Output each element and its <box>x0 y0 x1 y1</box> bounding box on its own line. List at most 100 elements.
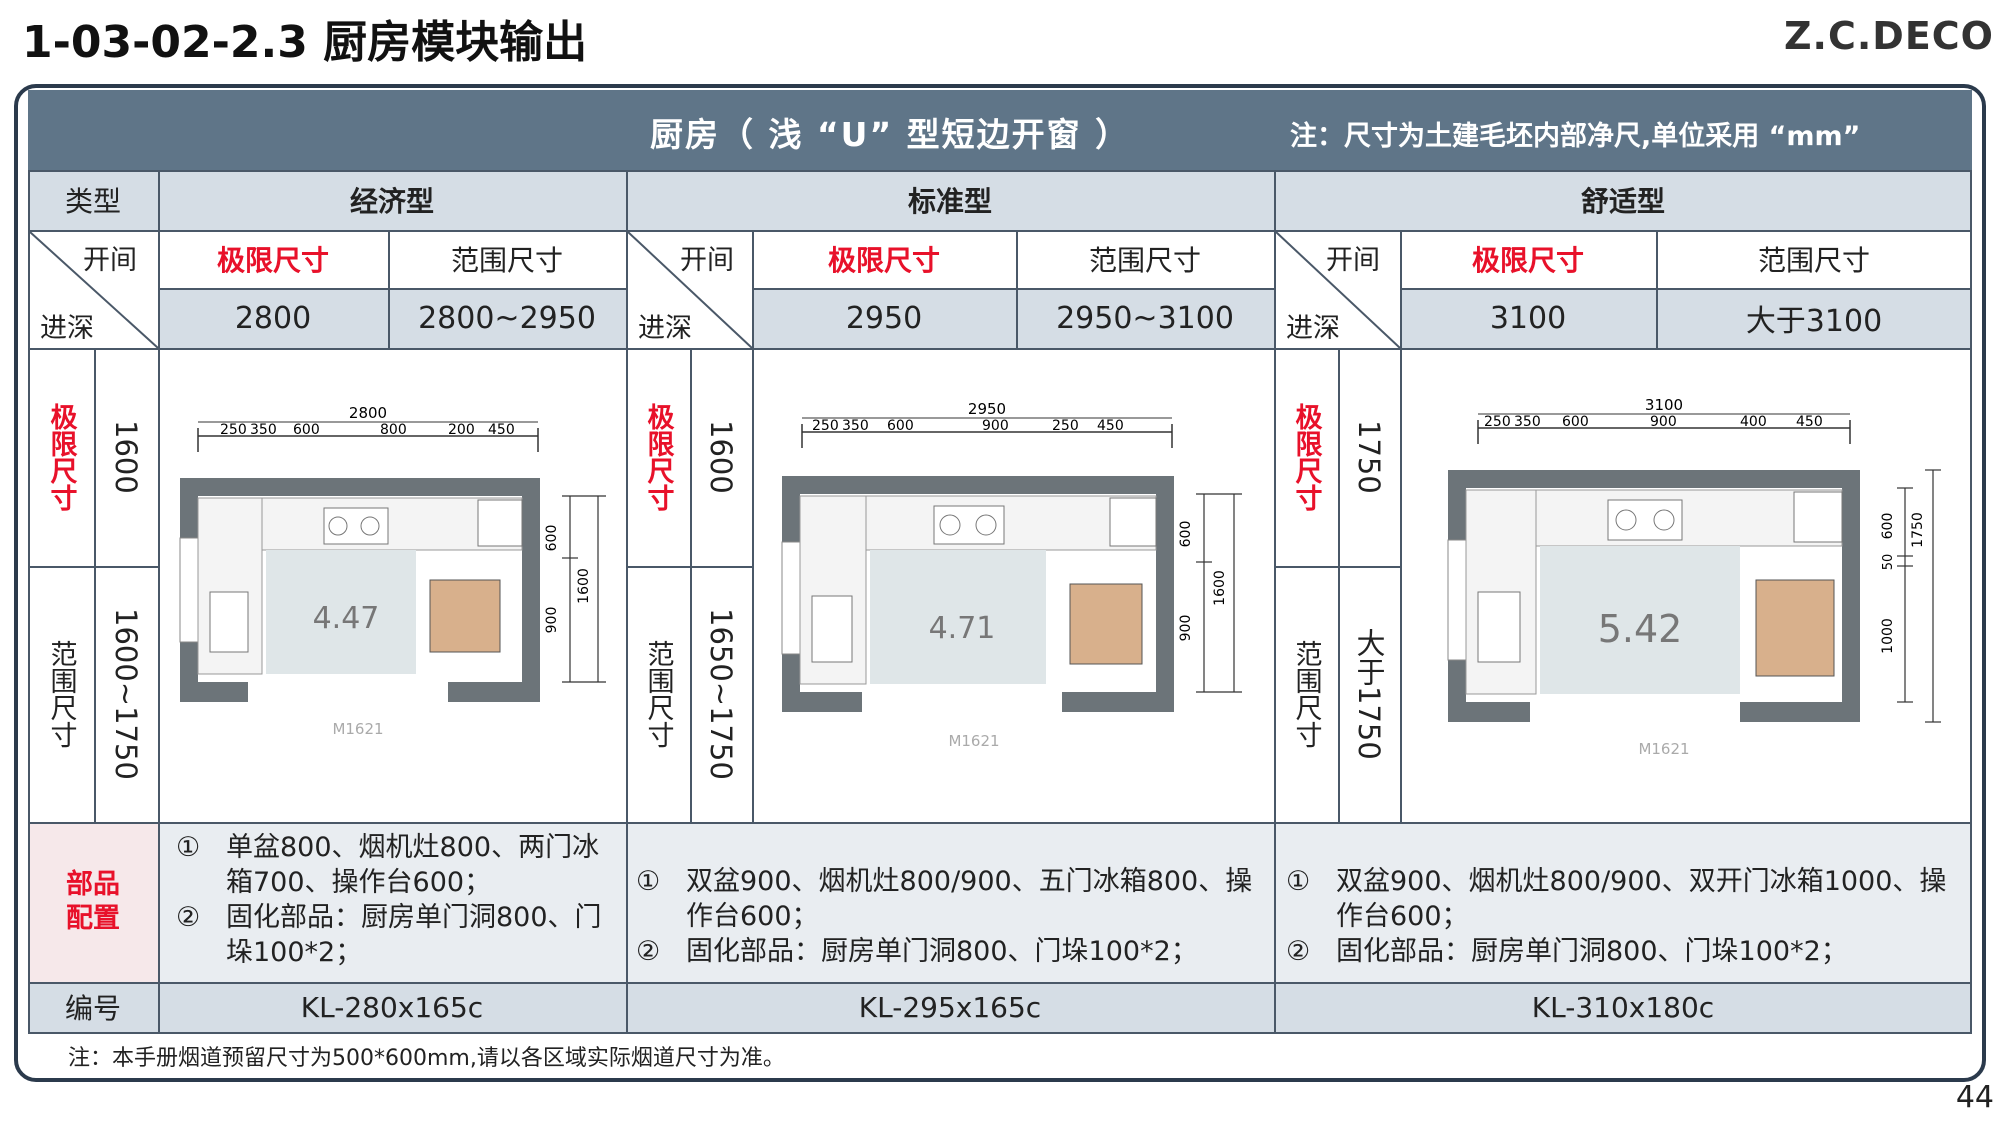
dim-total-3: 3100 <box>1645 396 1683 414</box>
depth-range-value-3: 大于1750 <box>1338 566 1400 822</box>
depth-limit-label-3: 极限尺寸 <box>1274 348 1338 566</box>
config-cell-2 <box>626 822 1274 982</box>
page-number: 44 <box>1955 1080 1994 1115</box>
svg-text:900: 900 <box>1650 414 1677 430</box>
grid-line <box>1274 170 1276 1034</box>
corner-depth-label-1: 进深 <box>40 313 94 344</box>
corner-diagonals <box>29 231 1401 348</box>
svg-text:350: 350 <box>842 418 869 434</box>
svg-text:450: 450 <box>488 422 515 438</box>
depth-range-label-2: 范围尺寸 <box>626 566 690 822</box>
grid-line <box>158 288 626 290</box>
config-label: 部品配置 <box>66 869 120 934</box>
width-range-value-1: 2800~2950 <box>388 288 626 348</box>
width-range-label-2: 范围尺寸 <box>1016 230 1274 288</box>
svg-text:450: 450 <box>1097 418 1124 434</box>
depth-limit-value-3: 1750 <box>1338 348 1400 566</box>
brand-logo: Z.C.DECO <box>1783 14 1994 58</box>
svg-text:250: 250 <box>812 418 839 434</box>
svg-text:1000: 1000 <box>1880 618 1896 654</box>
config-cell-1 <box>158 822 626 982</box>
svg-text:1750: 1750 <box>1910 512 1926 548</box>
width-range-value-3: 大于3100 <box>1656 288 1972 348</box>
type-comfort: 舒适型 <box>1274 170 1972 230</box>
svg-text:250: 250 <box>1052 418 1079 434</box>
depth-limit-label-2: 极限尺寸 <box>626 348 690 566</box>
door-code-2: M1621 <box>948 732 999 750</box>
code-standard: KL-295x165c <box>626 982 1274 1032</box>
type-standard: 标准型 <box>626 170 1274 230</box>
svg-text:600: 600 <box>293 422 320 438</box>
depth-range-value-1: 1600~1750 <box>94 566 158 822</box>
svg-text:400: 400 <box>1740 414 1767 430</box>
area-value-1: 4.47 <box>313 601 380 636</box>
type-label: 类型 <box>28 170 158 230</box>
width-range-label-1: 范围尺寸 <box>388 230 626 288</box>
width-limit-value-3: 3100 <box>1400 288 1656 348</box>
grid-line <box>28 170 1972 172</box>
code-economy: KL-280x165c <box>158 982 626 1032</box>
floor-plan-standard: 2950 250 350 600 900 250 450 4.71 M1621 <box>752 348 1274 822</box>
corner-width-label-2: 开间 <box>680 245 734 276</box>
svg-text:1600: 1600 <box>576 568 592 604</box>
svg-text:200: 200 <box>448 422 475 438</box>
svg-text:600: 600 <box>1880 513 1896 540</box>
code-label: 编号 <box>28 982 158 1032</box>
svg-text:250: 250 <box>1484 414 1511 430</box>
grid-line <box>690 348 692 822</box>
door-code-3: M1621 <box>1638 740 1689 758</box>
type-economy: 经济型 <box>158 170 626 230</box>
grid-line <box>28 348 1972 350</box>
floor-plan-economy: 2800 250 350 600 800 200 450 4.47 M1621 <box>158 348 626 822</box>
width-limit-label-2: 极限尺寸 <box>752 230 1016 288</box>
svg-text:600: 600 <box>1562 414 1589 430</box>
svg-text:900: 900 <box>982 418 1009 434</box>
config-cell-3 <box>1274 822 1972 982</box>
svg-text:350: 350 <box>1514 414 1541 430</box>
depth-limit-value-1: 1600 <box>94 348 158 566</box>
width-range-label-3: 范围尺寸 <box>1656 230 1972 288</box>
grid-line <box>1970 170 1972 1034</box>
header-band <box>28 90 1972 170</box>
corner-depth-label-2: 进深 <box>638 313 692 344</box>
grid-line <box>28 170 30 1034</box>
svg-text:450: 450 <box>1796 414 1823 430</box>
grid-line <box>752 230 754 822</box>
grid-line <box>1274 566 1400 568</box>
grid-line <box>626 566 752 568</box>
grid-line <box>28 1032 1972 1034</box>
corner-width-label-1: 开间 <box>83 245 137 276</box>
grid-line <box>626 170 628 1034</box>
grid-line <box>158 170 160 1034</box>
footnote: 注：本手册烟道预留尺寸为500*600mm,请以各区域实际烟道尺寸为准。 <box>68 1046 785 1071</box>
door-code-1: M1621 <box>332 720 383 738</box>
grid-line <box>28 566 158 568</box>
depth-range-label-1: 范围尺寸 <box>28 566 94 822</box>
grid-line <box>28 822 1972 824</box>
grid-line <box>1338 348 1340 822</box>
grid-line <box>1400 288 1972 290</box>
corner-depth-label-3: 进深 <box>1286 313 1340 344</box>
depth-limit-value-2: 1600 <box>690 348 752 566</box>
grid-line <box>94 348 96 822</box>
page-title: 1-03-02-2.3 厨房模块输出 <box>22 17 588 68</box>
floor-plan-comfort: 3100 250 350 600 900 400 450 5.42 M1621 <box>1400 348 1972 822</box>
grid-line <box>1016 230 1018 348</box>
svg-text:600: 600 <box>1178 521 1194 548</box>
grid-line <box>1656 230 1658 348</box>
width-limit-value-1: 2800 <box>158 288 388 348</box>
config-label-cell: 部品配置 <box>28 822 158 982</box>
depth-limit-label-1: 极限尺寸 <box>28 348 94 566</box>
dim-total-2: 2950 <box>968 400 1006 418</box>
dim-total-1: 2800 <box>349 404 387 422</box>
grid-line <box>1400 230 1402 822</box>
area-value-3: 5.42 <box>1598 607 1683 651</box>
code-comfort: KL-310x180c <box>1274 982 1972 1032</box>
table-frame <box>14 84 1986 1082</box>
